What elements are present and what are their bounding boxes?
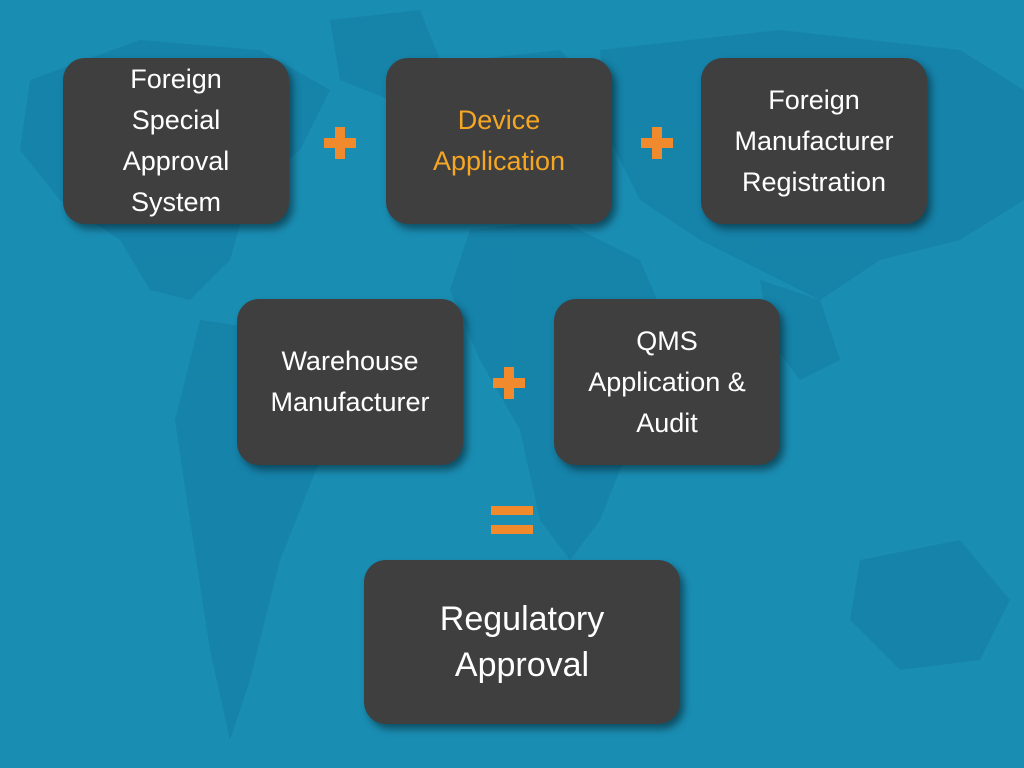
foreign-manufacturer-registration-label: Foreign Manufacturer Registration	[734, 84, 894, 197]
plus-icon	[493, 367, 525, 399]
device-application-box: Device Application	[386, 58, 612, 224]
foreign-manufacturer-registration-box: Foreign Manufacturer Registration	[701, 58, 927, 224]
plus-icon	[641, 127, 673, 159]
plus-icon	[324, 127, 356, 159]
qms-application-audit-label: QMS Application & Audit	[588, 325, 746, 438]
foreign-special-approval-box: Foreign Special Approval System	[63, 58, 289, 224]
regulatory-approval-label: Regulatory Approval	[439, 600, 605, 684]
equals-icon	[491, 506, 533, 534]
foreign-special-approval-label: Foreign Special Approval System	[122, 64, 230, 217]
regulatory-approval-box: Regulatory Approval	[364, 560, 680, 724]
warehouse-manufacturer-box: Warehouse Manufacturer	[237, 299, 463, 465]
warehouse-manufacturer-label: Warehouse Manufacturer	[270, 346, 430, 417]
device-application-label: Device Application	[432, 105, 566, 176]
qms-application-audit-box: QMS Application & Audit	[554, 299, 780, 465]
